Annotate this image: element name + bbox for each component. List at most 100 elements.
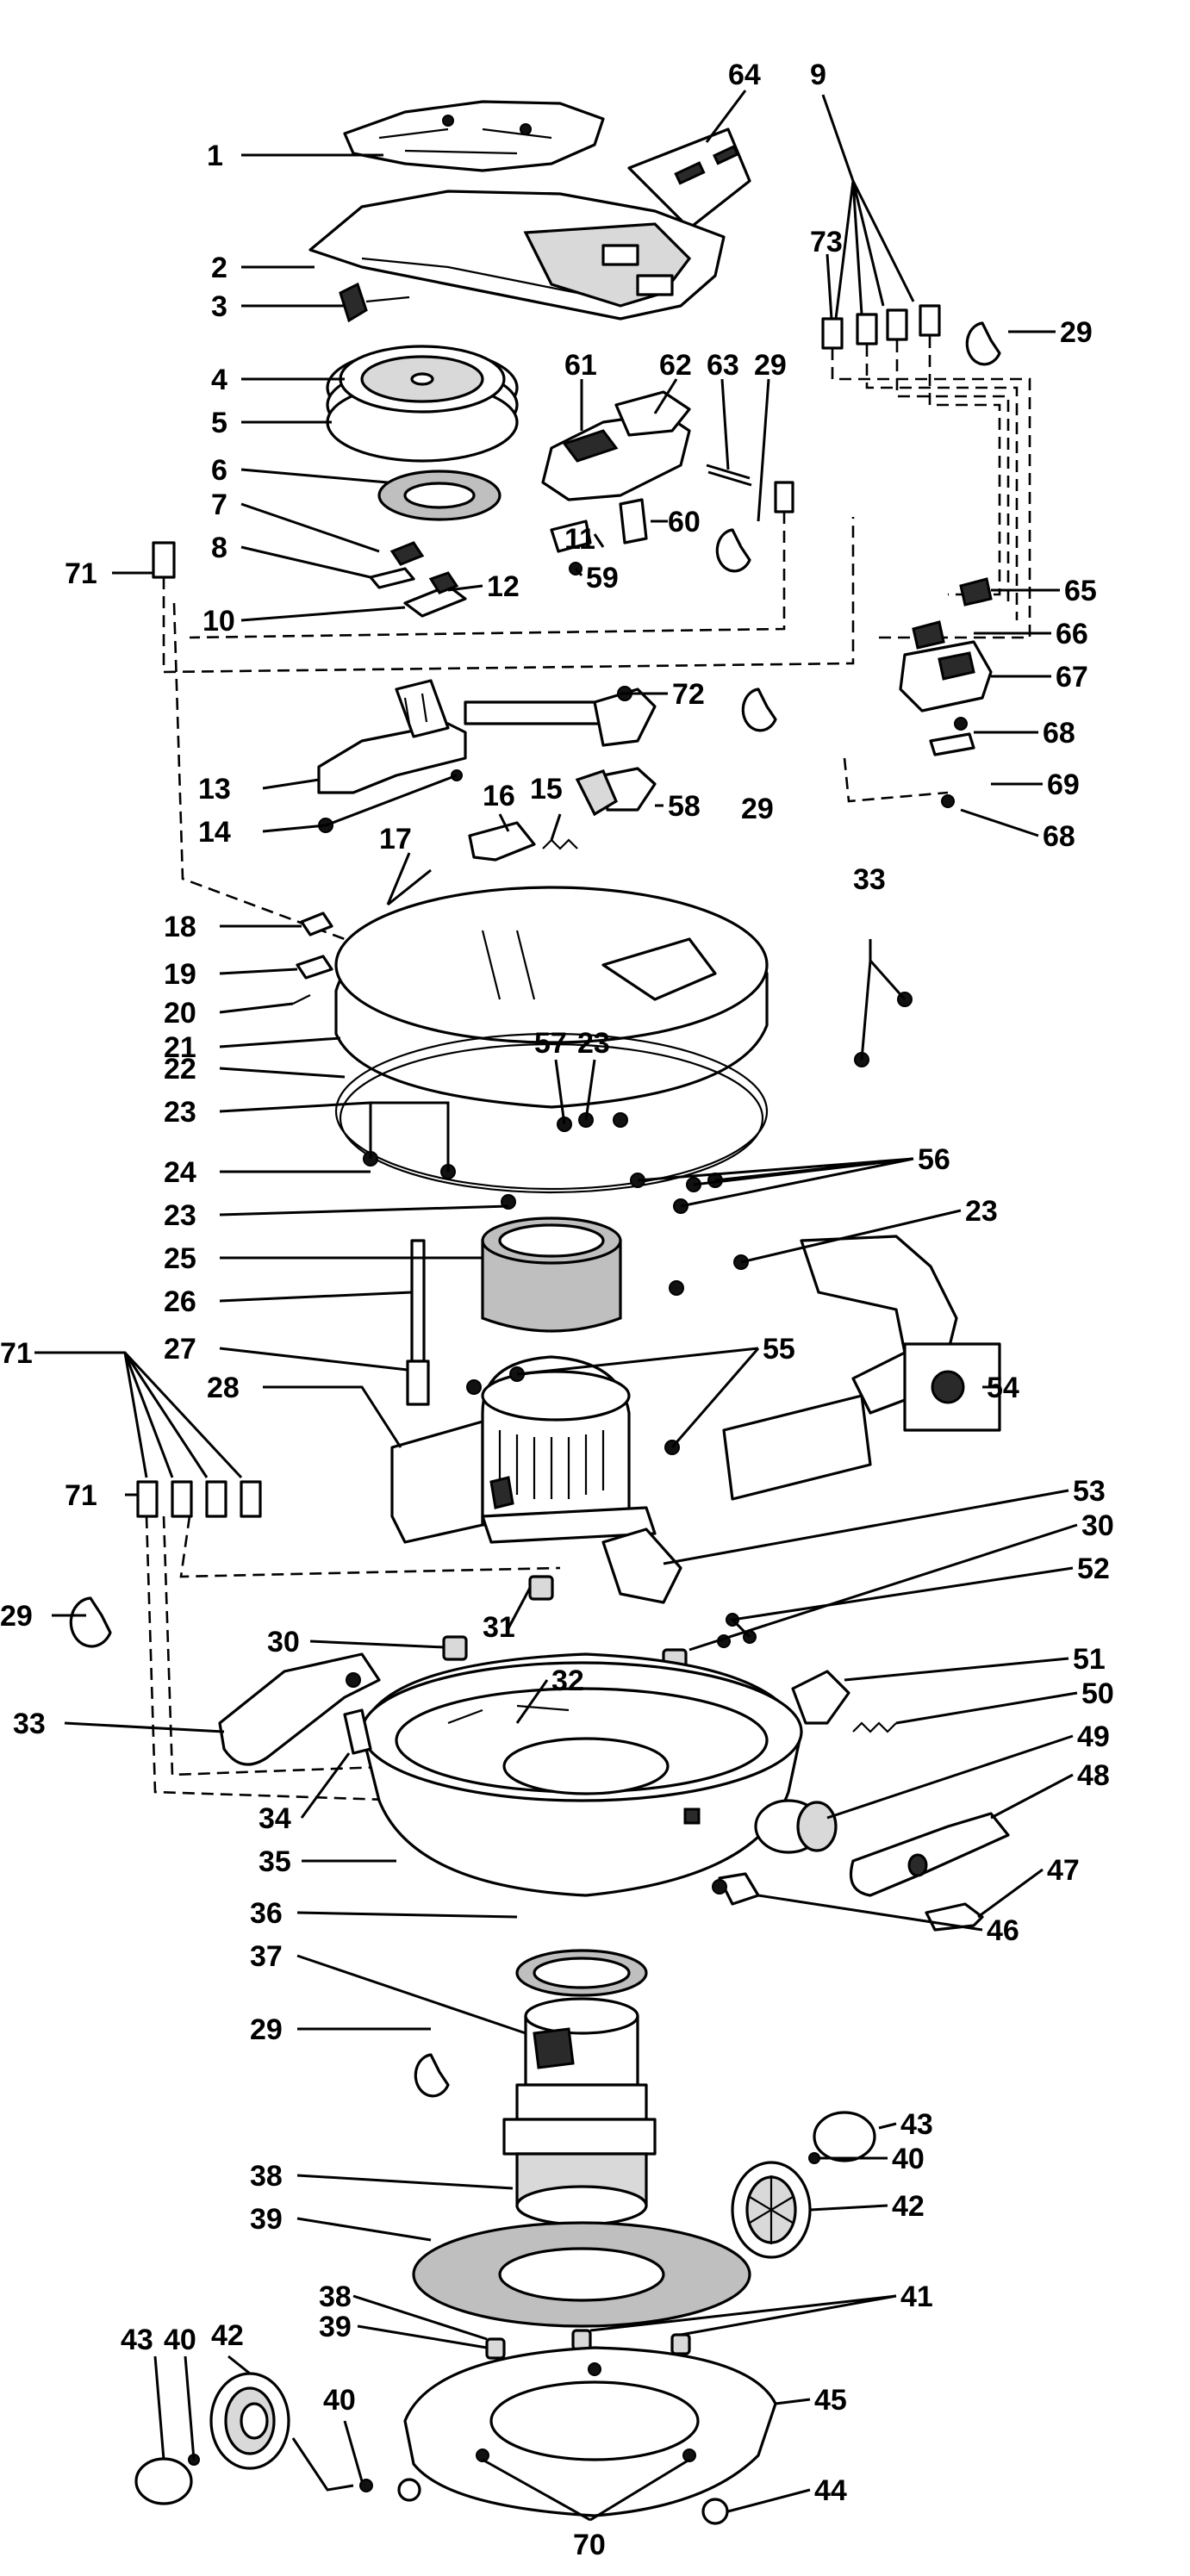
part-73-connectors: [774, 304, 941, 513]
part-54-carry-strap: [722, 1235, 1001, 1501]
callout-38: 38: [250, 2160, 283, 2193]
callout-46: 46: [987, 1914, 1019, 1947]
callout-71: 71: [65, 1479, 97, 1512]
part-29-clips-top: [715, 321, 1001, 732]
callout-40: 40: [892, 2143, 925, 2175]
callout-29: 29: [0, 1600, 33, 1633]
callout-37: 37: [250, 1940, 283, 1973]
callout-42: 42: [892, 2190, 925, 2223]
part-33-handle-grip: [218, 1652, 381, 1766]
callout-29: 29: [250, 2013, 283, 2046]
part-1-handle-top: [343, 100, 605, 172]
callout-48: 48: [1077, 1759, 1110, 1792]
callout-27: 27: [164, 1333, 196, 1366]
callout-32: 32: [551, 1664, 584, 1697]
callout-52: 52: [1077, 1552, 1110, 1585]
part-71-connectors-left: [136, 1480, 262, 1518]
callout-16: 16: [483, 780, 515, 812]
callout-23: 23: [965, 1195, 998, 1228]
part-13-clamp-bracket: [317, 679, 622, 794]
callout-13: 13: [198, 773, 231, 806]
part-3-clip: [339, 282, 410, 323]
part-41-feet: [485, 2329, 691, 2360]
callout-73: 73: [810, 226, 843, 258]
part-37-motor: [502, 1997, 657, 2226]
part-29-clip-left: [69, 1596, 112, 1648]
callout-50: 50: [1081, 1677, 1114, 1710]
part-63-pin: [706, 464, 752, 487]
callout-43: 43: [121, 2324, 153, 2356]
callout-33: 33: [853, 863, 886, 896]
callout-1: 1: [207, 140, 223, 172]
callout-9: 9: [810, 59, 826, 91]
callout-10: 10: [202, 605, 235, 638]
callout-41: 41: [900, 2280, 933, 2313]
callout-23: 23: [577, 1027, 610, 1060]
callouts: 1 64 9 2 73 3 29 4 61 62 63 29 5 6 7 60 …: [0, 59, 1114, 2561]
callout-21: 21: [164, 1031, 196, 1064]
callout-33: 33: [13, 1708, 46, 1740]
callout-24: 24: [164, 1156, 196, 1189]
callout-30: 30: [1081, 1509, 1114, 1542]
callout-47: 47: [1047, 1854, 1080, 1887]
callout-36: 36: [250, 1897, 283, 1930]
callout-34: 34: [259, 1802, 291, 1835]
part-2-lid-top-cover: [308, 190, 726, 320]
callout-61: 61: [564, 349, 597, 382]
part-72-58-latch: [575, 686, 657, 817]
part-64-label-plate: [627, 128, 751, 230]
callout-31: 31: [483, 1611, 515, 1644]
part-61-62-switch-box: [541, 390, 691, 501]
callout-70: 70: [573, 2529, 606, 2561]
callout-20: 20: [164, 997, 196, 1030]
callout-2: 2: [211, 252, 227, 284]
part-21-upper-housing: [334, 886, 769, 1109]
callout-4: 4: [211, 364, 227, 396]
part-36-gasket: [515, 1949, 648, 1997]
part-39-base-filter-ring: [412, 2221, 751, 2328]
callout-42: 42: [211, 2319, 244, 2352]
callout-7: 7: [211, 488, 227, 521]
part-17-rod: [387, 868, 432, 906]
callout-12: 12: [487, 570, 520, 603]
part-7-8-10-12-small-parts: [369, 541, 467, 618]
callout-56: 56: [918, 1143, 950, 1176]
callout-51: 51: [1073, 1643, 1106, 1676]
part-65-67-switches: [899, 577, 993, 808]
callout-58: 58: [668, 790, 701, 823]
callout-25: 25: [164, 1242, 196, 1275]
part-4-5-filter-disc: [326, 345, 519, 463]
callout-53: 53: [1073, 1475, 1106, 1508]
part-50-49-48-47-46-outlet: [712, 1721, 1010, 1932]
callout-72: 72: [672, 678, 705, 711]
callout-40: 40: [164, 2324, 196, 2356]
callout-57: 57: [534, 1027, 567, 1060]
callout-23: 23: [164, 1096, 196, 1129]
callout-44: 44: [814, 2474, 847, 2507]
callout-62: 62: [659, 349, 692, 382]
callout-18: 18: [164, 911, 196, 943]
callout-71: 71: [65, 557, 97, 590]
part-6-gasket: [377, 470, 502, 521]
callout-64: 64: [728, 59, 761, 91]
callout-43: 43: [900, 2108, 933, 2141]
callout-5: 5: [211, 407, 227, 439]
part-25-foam-filter: [481, 1216, 622, 1333]
callout-59: 59: [586, 562, 619, 594]
callout-28: 28: [207, 1372, 240, 1404]
callout-35: 35: [259, 1845, 291, 1878]
callout-26: 26: [164, 1285, 196, 1318]
callout-67: 67: [1056, 661, 1088, 694]
callout-29: 29: [754, 349, 787, 382]
part-28-motor-housing: [390, 1355, 657, 1544]
part-42-43-wheel-left: [134, 2372, 373, 2505]
callout-29: 29: [1060, 316, 1093, 349]
part-26-27-rod: [406, 1239, 430, 1406]
callout-11: 11: [564, 523, 595, 556]
callout-68: 68: [1043, 820, 1075, 853]
callout-30: 30: [267, 1626, 300, 1658]
callout-3: 3: [211, 290, 227, 323]
part-60-11-59-parts: [550, 498, 648, 576]
callout-17: 17: [379, 823, 412, 856]
